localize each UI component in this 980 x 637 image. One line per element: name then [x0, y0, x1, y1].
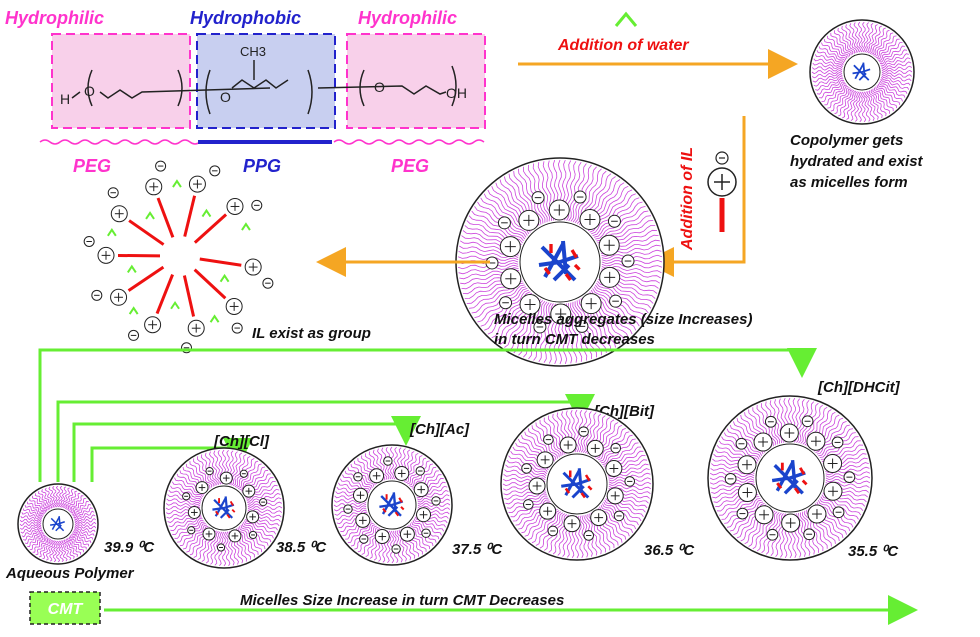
il-tail — [129, 221, 163, 245]
heat-caret-icon — [616, 14, 636, 26]
il-tail — [200, 259, 242, 265]
cmt-label: CMT — [48, 601, 84, 618]
copolymer-line-3: as micelles form — [790, 174, 908, 191]
peg-left-label: PEG — [73, 156, 111, 176]
micelle-agg-line-2: in turn CMT decreases — [494, 331, 655, 348]
micelle-1-temp: 38.5 ⁰C — [276, 539, 327, 556]
peg-left-box — [52, 34, 190, 128]
micelle-hydrated — [810, 20, 914, 124]
water-molecule-icon — [173, 181, 181, 187]
il-tail — [195, 270, 226, 299]
water-molecule-icon — [211, 316, 219, 322]
methyl-group: CH3 — [240, 44, 266, 59]
water-molecule-icon — [128, 266, 136, 272]
copolymer-structure: Hydrophilic Hydrophobic Hydrophilic H O … — [5, 8, 485, 176]
aqueous-temp: 39.9 ⁰C — [104, 539, 155, 556]
copolymer-line-1: Copolymer gets — [790, 132, 903, 149]
micelle-ch-cl — [164, 448, 284, 568]
oxygen-atom-1: O — [84, 83, 95, 99]
peg-wave-left — [40, 140, 200, 144]
hydrophilic-left-label: Hydrophilic — [5, 8, 104, 28]
micelle-2-temp: 37.5 ⁰C — [452, 541, 503, 558]
water-molecule-icon — [171, 303, 179, 309]
peg-right-box — [347, 34, 485, 128]
addition-il-label: Addition of IL — [679, 147, 696, 251]
addition-water-label: Addition of water — [557, 37, 689, 54]
ppg-label: PPG — [243, 156, 281, 176]
aqueous-polymer-label: Aqueous Polymer — [5, 565, 135, 582]
hydrophilic-right-label: Hydrophilic — [358, 8, 457, 28]
il-tail — [157, 275, 173, 314]
micelle-agg-line-1: Micelles aggregates (size Increases) — [494, 311, 752, 328]
micelle-4-name: [Ch][DHCit] — [817, 379, 901, 396]
water-molecule-icon — [202, 211, 210, 217]
copolymer-line-2: hydrated and exist — [790, 153, 924, 170]
micelle-ch-dhcit — [708, 396, 872, 560]
il-tail — [158, 198, 173, 237]
water-molecule-icon — [130, 308, 138, 314]
water-molecule-icon — [221, 276, 229, 282]
peg-wave-right — [334, 140, 484, 144]
il-group-cluster — [84, 161, 273, 353]
oxygen-atom-2: O — [220, 89, 231, 105]
il-group-label: IL exist as group — [252, 325, 371, 342]
micelle-3-temp: 36.5 ⁰C — [644, 542, 695, 559]
hydroxyl-group: OH — [446, 85, 467, 101]
il-tail — [185, 196, 195, 237]
il-tail — [184, 276, 193, 317]
oxygen-atom-3: O — [374, 79, 385, 95]
micelle-4-temp: 35.5 ⁰C — [848, 543, 899, 560]
il-tail — [195, 215, 226, 243]
micelle-ch-bit — [501, 408, 653, 560]
micelle-aqueous — [18, 484, 98, 564]
water-molecule-icon — [242, 224, 250, 230]
micelle-2-name: [Ch][Ac] — [409, 421, 470, 438]
bottom-arrow-label: Micelles Size Increase in turn CMT Decre… — [240, 592, 564, 609]
micelle-ch-ac — [332, 445, 452, 565]
peg-right-label: PEG — [391, 156, 429, 176]
hydrophobic-label: Hydrophobic — [190, 8, 301, 28]
ionic-liquid-icon — [708, 152, 736, 232]
hydrogen-atom: H — [60, 91, 70, 107]
water-molecule-icon — [108, 230, 116, 236]
water-molecule-icon — [146, 213, 154, 219]
